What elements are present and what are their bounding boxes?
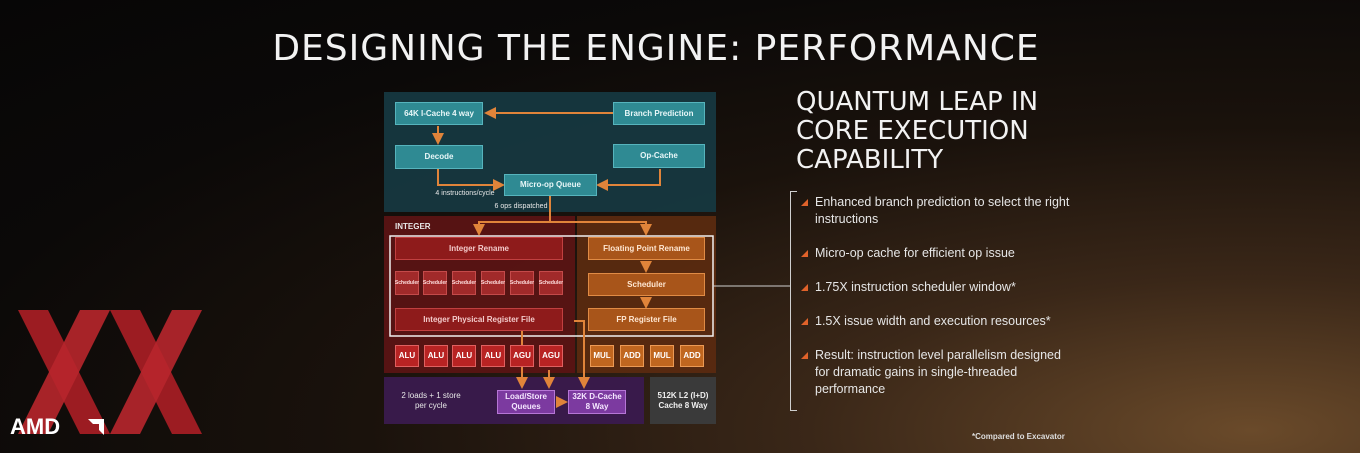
bullet-item: Result: instruction level parallelism de… <box>801 347 1071 398</box>
int-scheduler-4: Scheduler <box>481 271 505 295</box>
fp-rename-box: Floating Point Rename <box>588 237 705 260</box>
xx-logo-graphic <box>18 310 202 434</box>
int-unit-5: AGU <box>510 345 534 367</box>
bullet-item: 1.5X issue width and execution resources… <box>801 313 1071 330</box>
bullet-marker-icon <box>801 318 808 325</box>
l2-region <box>650 377 716 424</box>
l2-cache-box: 512K L2 (I+D) Cache 8 Way <box>657 391 709 410</box>
fp-register-file-box: FP Register File <box>588 308 705 331</box>
decode-box: Decode <box>395 145 483 169</box>
bullet-marker-icon <box>801 284 808 291</box>
bullet-item: 1.75X instruction scheduler window* <box>801 279 1071 296</box>
int-unit-1: ALU <box>395 345 419 367</box>
int-register-file-box: Integer Physical Register File <box>395 308 563 331</box>
footnote: *Compared to Excavator <box>972 432 1065 441</box>
loads-store-label: 2 loads + 1 store per cycle <box>401 391 461 410</box>
bullet-item: Enhanced branch prediction to select the… <box>801 194 1071 228</box>
dcache-box: 32K D-Cache 8 Way <box>568 390 626 414</box>
int-scheduler-3: Scheduler <box>452 271 476 295</box>
int-scheduler-2: Scheduler <box>423 271 447 295</box>
icache-box: 64K I-Cache 4 way <box>395 102 483 125</box>
opcache-box: Op-Cache <box>613 144 705 168</box>
amd-logo: AMD <box>10 414 61 439</box>
branch-prediction-box: Branch Prediction <box>613 102 705 125</box>
bullet-item: Micro-op cache for efficient op issue <box>801 245 1071 262</box>
ops-dispatched-label: 6 ops dispatched <box>494 203 548 210</box>
fp-scheduler-box: Scheduler <box>588 273 705 296</box>
microop-queue-box: Micro-op Queue <box>504 174 597 196</box>
slide-title: DESIGNING THE ENGINE: PERFORMANCE <box>272 28 1040 69</box>
fp-unit-2: ADD <box>620 345 644 367</box>
heading-line-1: QUANTUM LEAP IN <box>796 87 1039 117</box>
heading-line-2: CORE EXECUTION <box>796 116 1029 146</box>
amd-arrow-icon <box>88 419 104 435</box>
int-scheduler-5: Scheduler <box>510 271 534 295</box>
bullet-marker-icon <box>801 250 808 257</box>
fp-unit-3: MUL <box>650 345 674 367</box>
load-store-queues-box: Load/Store Queues <box>497 390 555 414</box>
int-scheduler-1: Scheduler <box>395 271 419 295</box>
instr-per-cycle-label: 4 instructions/cycle <box>435 190 495 197</box>
fp-unit-4: ADD <box>680 345 704 367</box>
int-unit-2: ALU <box>424 345 448 367</box>
section-heading: QUANTUM LEAP IN CORE EXECUTION CAPABILIT… <box>796 88 1096 175</box>
integer-rename-box: Integer Rename <box>395 237 563 260</box>
int-unit-6: AGU <box>539 345 563 367</box>
integer-label: INTEGER <box>395 222 431 231</box>
bullet-marker-icon <box>801 199 808 206</box>
int-unit-3: ALU <box>452 345 476 367</box>
fp-unit-1: MUL <box>590 345 614 367</box>
heading-line-3: CAPABILITY <box>796 145 944 175</box>
int-scheduler-6: Scheduler <box>539 271 563 295</box>
bullet-list: Enhanced branch prediction to select the… <box>790 191 1081 411</box>
int-unit-4: ALU <box>481 345 505 367</box>
bullet-marker-icon <box>801 352 808 359</box>
